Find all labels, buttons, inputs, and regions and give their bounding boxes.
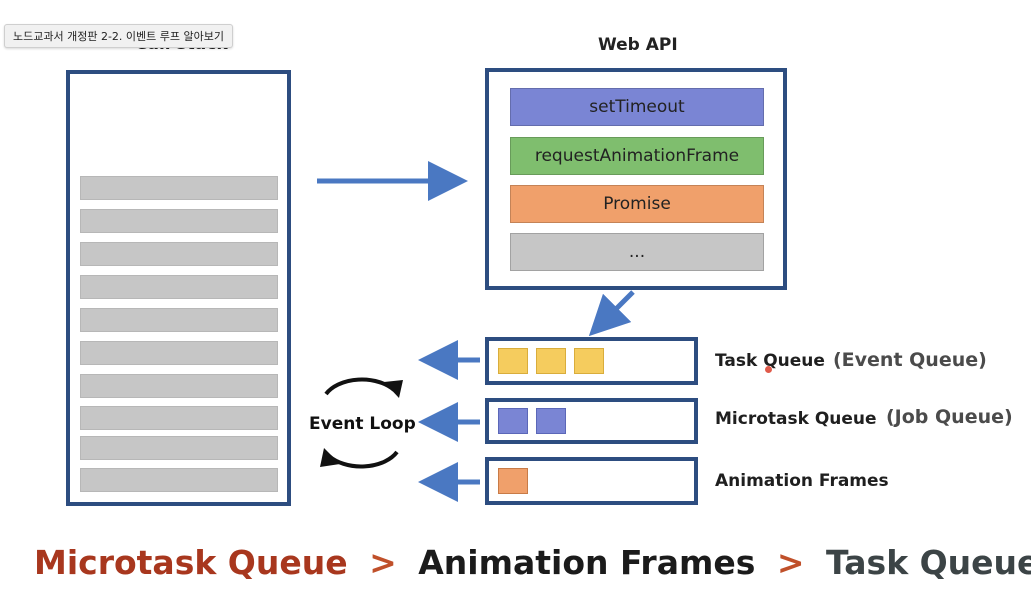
api-item-promise: Promise: [510, 185, 764, 223]
task-item: [574, 348, 604, 374]
stack-slot: [80, 374, 278, 398]
stack-slot: [80, 176, 278, 200]
stack-slot: [80, 275, 278, 299]
web-api-title: Web API: [598, 35, 678, 55]
event-loop-label: Event Loop: [309, 414, 416, 434]
stack-slot: [80, 242, 278, 266]
task-item: [498, 348, 528, 374]
priority-caption: Microtask Queue > Animation Frames > Tas…: [34, 543, 1031, 582]
stack-slot: [80, 468, 278, 492]
event-loop-top-arc: [324, 377, 396, 396]
stack-slot: [80, 341, 278, 365]
priority-sep-1: >: [369, 543, 397, 582]
priority-second: Animation Frames: [418, 543, 756, 582]
microtask-queue-alias: (Job Queue): [886, 406, 1013, 428]
task-queue-label: Task Queue: [715, 351, 825, 371]
task-queue-alias: (Event Queue): [833, 349, 987, 371]
video-title-tooltip: 노드교과서 개정판 2-2. 이벤트 루프 알아보기: [4, 24, 233, 48]
priority-first: Microtask Queue: [34, 543, 348, 582]
api-item-more: ...: [510, 233, 764, 271]
stack-slot: [80, 406, 278, 430]
cursor-dot: [765, 366, 772, 373]
priority-sep-2: >: [776, 543, 805, 582]
priority-third: Task Queue: [826, 543, 1031, 582]
webapi-to-taskqueue-arrow: [588, 290, 635, 337]
task-item: [536, 348, 566, 374]
animation-frames-box: [485, 457, 698, 505]
animation-frames-label: Animation Frames: [715, 471, 889, 491]
microtask-queue-label: Microtask Queue: [715, 409, 877, 429]
api-item-settimeout: setTimeout: [510, 88, 764, 126]
api-item-request-animation-frame: requestAnimationFrame: [510, 137, 764, 175]
stack-slot: [80, 209, 278, 233]
event-loop-bottom-arc: [327, 450, 399, 469]
animation-frame-item: [498, 468, 528, 494]
microtask-item: [536, 408, 566, 434]
stack-slot: [80, 308, 278, 332]
stack-slot: [80, 436, 278, 460]
microtask-item: [498, 408, 528, 434]
